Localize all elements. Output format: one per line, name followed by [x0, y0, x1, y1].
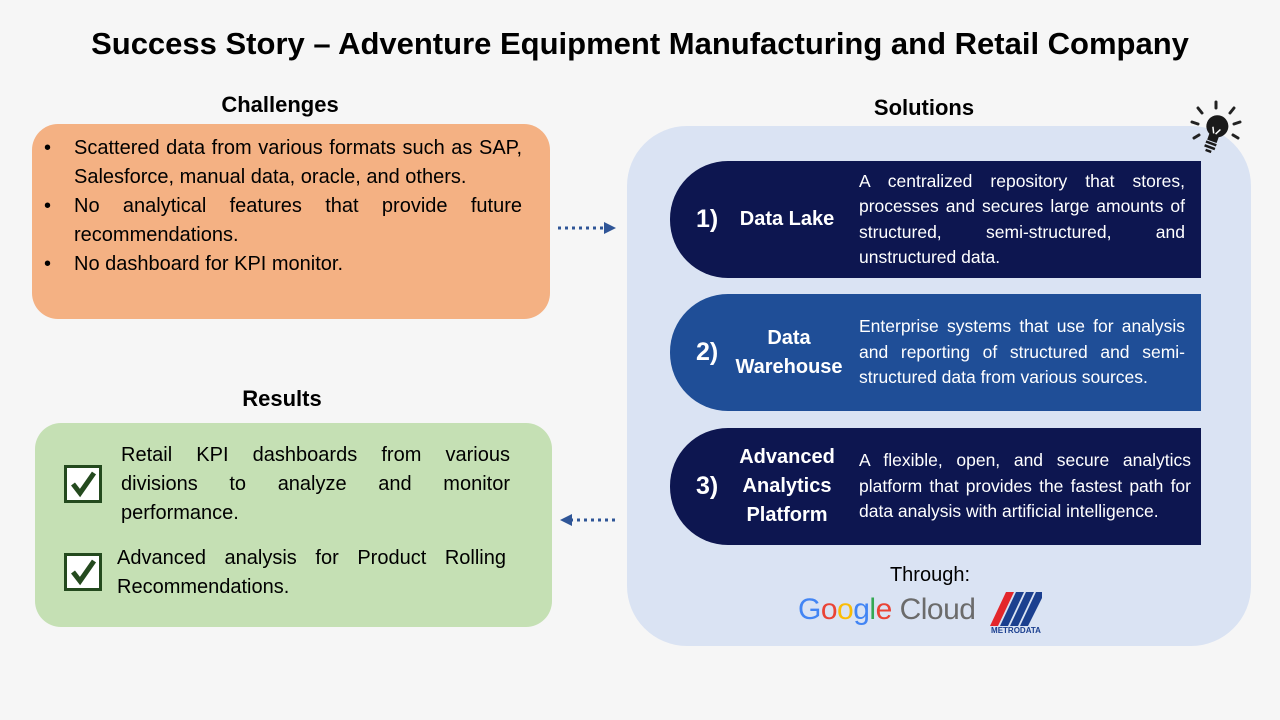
metrodata-label: METRODATA [991, 626, 1041, 635]
solution-pill [670, 161, 1201, 278]
through-label: Through: [889, 564, 971, 586]
challenges-heading: Challenges [221, 92, 339, 117]
challenge-item: •Scattered data from various formats suc… [44, 134, 522, 192]
solution-name: Data Warehouse [735, 326, 843, 378]
solutions-heading: Solutions [873, 95, 975, 120]
bullet-icon: • [44, 137, 52, 159]
solution-description: A centralized repository that stores, pr… [859, 170, 1185, 268]
solution-name: Advanced Analytics Platform [739, 446, 835, 526]
challenges-list: •Scattered data from various formats suc… [32, 124, 550, 279]
bullet-icon: • [44, 253, 52, 275]
solution-data-lake: 1) Data Lake A centralized repository th… [670, 161, 1201, 278]
checkbox-check-icon [64, 553, 102, 591]
arrow-left-icon [560, 514, 618, 526]
metrodata-logo-icon [990, 592, 1042, 626]
solution-name: Data Lake [739, 208, 835, 230]
solution-number: 2) [696, 338, 719, 366]
results-heading: Results [242, 386, 322, 411]
bullet-icon: • [44, 195, 52, 217]
solution-pill [670, 428, 1201, 545]
arrow-right-icon [558, 222, 616, 234]
result-item: Retail KPI dashboards from various divis… [121, 444, 510, 524]
solution-data-warehouse: 2) Data Warehouse Enterprise systems tha… [670, 294, 1201, 411]
solution-number: 1) [696, 205, 719, 233]
solution-pill [670, 294, 1201, 411]
solution-advanced-analytics: 3) Advanced Analytics Platform A flexibl… [670, 428, 1201, 545]
solution-description: A flexible, open, and secure analytics p… [859, 450, 1191, 522]
solution-description: Enterprise systems that use for analysis… [859, 316, 1185, 388]
challenges-box: •Scattered data from various formats suc… [32, 124, 550, 319]
results-box: Retail KPI dashboards from various divis… [35, 423, 552, 627]
page-title: Success Story – Adventure Equipment Manu… [91, 26, 1189, 61]
google-cloud-logo: Google Cloud [798, 593, 976, 626]
result-item: Advanced analysis for Product Rolling Re… [117, 547, 506, 598]
challenge-item: •No dashboard for KPI monitor. [44, 250, 522, 279]
challenge-item: •No analytical features that provide fut… [44, 192, 522, 250]
solution-number: 3) [696, 472, 719, 500]
lightbulb-icon [1190, 100, 1242, 154]
checkbox-check-icon [64, 465, 102, 503]
